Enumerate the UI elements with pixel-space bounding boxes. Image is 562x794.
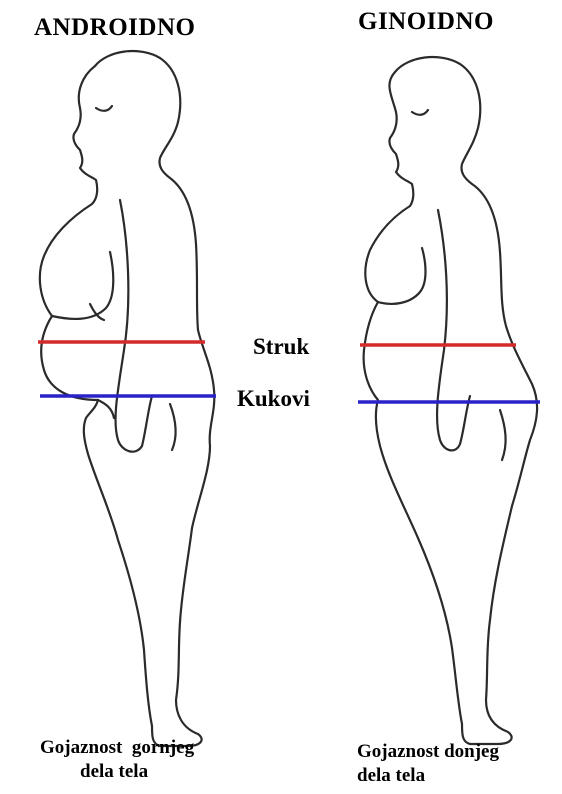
gynoid-caption-line-2: dela tela (357, 765, 425, 786)
android-caption-line-1: Gojaznost gornjeg (40, 737, 194, 758)
hips-label: Kukovi (237, 386, 310, 412)
gynoid-caption-line-1: Gojaznost donjeg (357, 741, 499, 762)
android-body-outline (40, 51, 214, 746)
gynoid-caption: Gojaznost donjeg dela tela (357, 740, 499, 788)
gynoid-title: GINOIDNO (358, 8, 494, 36)
android-caption-line-2: dela tela (40, 761, 148, 782)
waist-label: Struk (253, 334, 309, 360)
android-title: ANDROIDNO (34, 14, 195, 42)
android-caption: Gojaznost gornjeg dela tela (40, 736, 194, 784)
